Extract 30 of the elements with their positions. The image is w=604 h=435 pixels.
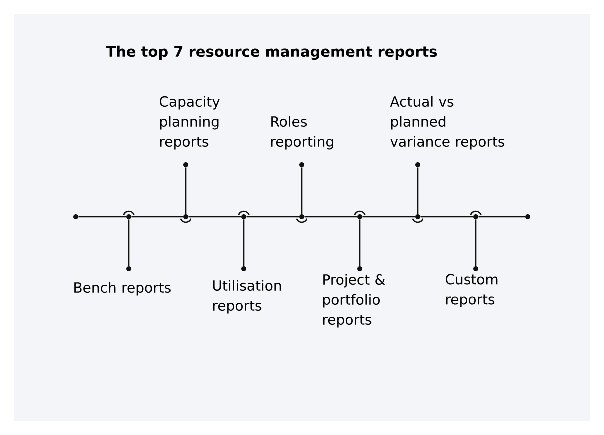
timeline-segment (478, 216, 526, 218)
branch-line (301, 168, 303, 214)
report-label: Roles reporting (271, 116, 334, 150)
junction-dot (470, 210, 482, 220)
junction-dot (180, 214, 192, 224)
timeline-segment (188, 216, 242, 218)
junction-dot (412, 214, 424, 224)
timeline-segment (246, 216, 300, 218)
report-label: Utilisation reports (213, 280, 282, 314)
timeline-segment (362, 216, 416, 218)
timeline-segment (420, 216, 474, 218)
report-label: Custom reports (446, 274, 498, 308)
junction-dot (296, 214, 308, 224)
branch-line (128, 220, 130, 266)
junction-dot (123, 210, 135, 220)
report-label: Bench reports (74, 282, 171, 296)
branch-line (417, 168, 419, 214)
junction-dot (238, 210, 250, 220)
report-label: Project & portfolio reports (323, 274, 386, 328)
report-label: Capacity planning reports (160, 96, 220, 150)
timeline-segment (132, 216, 184, 218)
branch-line (359, 220, 361, 266)
title: The top 7 resource management reports (106, 46, 438, 60)
junction-dot (354, 210, 366, 220)
branch-line (243, 220, 245, 266)
branch-line (475, 220, 477, 266)
timeline-segment (304, 216, 358, 218)
timeline-segment (78, 216, 126, 218)
report-label: Actual vs planned variance reports (390, 96, 505, 150)
branch-line (185, 168, 187, 214)
